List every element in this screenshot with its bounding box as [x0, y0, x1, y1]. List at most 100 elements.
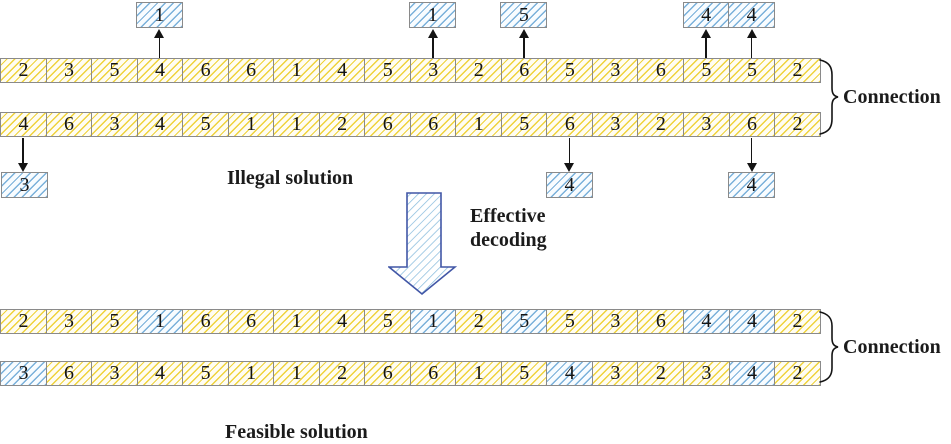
solution-cell-replaced: 3 — [0, 361, 47, 386]
solution-cell: 3 — [591, 112, 639, 137]
connection-label-bottom: Connection — [843, 336, 941, 358]
effective-decoding-line2: decoding — [470, 229, 547, 251]
solution-cell: 3 — [91, 112, 138, 137]
solution-cell: 6 — [728, 112, 776, 137]
solution-cell: 4 — [136, 361, 184, 386]
solution-cell: 2 — [637, 361, 685, 386]
arrow-line — [568, 138, 571, 164]
extracted-gene-box: 4 — [545, 172, 593, 198]
solution-cell-replaced: 4 — [728, 361, 776, 386]
solution-cell: 4 — [318, 309, 366, 334]
solution-cell: 1 — [273, 58, 321, 83]
solution-cell: 1 — [455, 361, 503, 386]
solution-cell: 5 — [91, 58, 138, 83]
solution-cell: 2 — [774, 58, 821, 83]
extracted-gene-box: 1 — [409, 2, 457, 28]
arrow-line — [705, 37, 707, 58]
connector-arrow-up — [701, 29, 712, 58]
solution-cell-replaced: 4 — [682, 309, 730, 334]
feasible-solution-label: Feasible solution — [225, 421, 368, 443]
solution-cell: 3 — [409, 58, 457, 83]
solution-cell: 3 — [591, 361, 639, 386]
solution-cell: 2 — [774, 361, 821, 386]
arrow-head — [746, 29, 757, 38]
arrow-line — [21, 138, 24, 164]
arrow-head — [701, 29, 712, 38]
solution-cell: 3 — [91, 361, 138, 386]
effective-decoding-label: Effective decoding — [470, 204, 547, 252]
solution-cell: 4 — [136, 58, 184, 83]
extracted-gene-box: 4 — [728, 2, 776, 28]
connection-brace-bottom — [819, 311, 839, 383]
arrow-head — [154, 29, 165, 38]
connection-label-top: Connection — [843, 86, 941, 108]
solution-cell: 6 — [45, 361, 93, 386]
solution-cell: 2 — [455, 58, 503, 83]
solution-cell-replaced: 4 — [728, 309, 776, 334]
solution-cell: 4 — [136, 112, 184, 137]
solution-cell: 5 — [91, 309, 138, 334]
solution-cell: 1 — [455, 112, 503, 137]
solution-cell: 1 — [273, 309, 321, 334]
solution-cell: 1 — [227, 361, 275, 386]
solution-cell: 1 — [273, 112, 321, 137]
solution-cell: 5 — [546, 309, 594, 334]
solution-cell: 5 — [364, 309, 412, 334]
solution-cell: 2 — [0, 58, 47, 83]
connector-arrow-up — [746, 29, 757, 58]
solution-cell: 6 — [364, 361, 412, 386]
solution-cell: 1 — [273, 361, 321, 386]
connector-arrow-up — [427, 29, 438, 58]
solution-cell-replaced: 5 — [500, 309, 548, 334]
solution-cell-replaced: 1 — [409, 309, 457, 334]
solution-cell: 6 — [409, 361, 457, 386]
arrow-head — [17, 163, 28, 172]
solution-cell-replaced: 1 — [136, 309, 184, 334]
extracted-gene-box: 5 — [500, 2, 548, 28]
solution-cell: 6 — [637, 58, 685, 83]
solution-cell: 6 — [637, 309, 685, 334]
solution-cell: 2 — [455, 309, 503, 334]
solution-cell: 6 — [409, 112, 457, 137]
effective-decoding-line1: Effective — [470, 205, 546, 227]
connector-arrow-up — [518, 29, 529, 58]
solution-cell: 3 — [45, 58, 93, 83]
solution-cell: 2 — [318, 112, 366, 137]
solution-cell: 6 — [227, 58, 275, 83]
extracted-gene-box: 1 — [135, 2, 183, 28]
arrow-head — [427, 29, 438, 38]
connector-arrow-down — [564, 138, 575, 172]
extracted-gene-box: 4 — [728, 172, 776, 198]
connector-arrow-down — [17, 138, 28, 172]
arrow-line — [750, 37, 753, 58]
solution-cell: 2 — [637, 112, 685, 137]
solution-cell: 6 — [227, 309, 275, 334]
extracted-gene-box: 3 — [1, 172, 48, 198]
solution-cell: 6 — [182, 309, 230, 334]
arrow-head — [518, 29, 529, 38]
solution-cell: 6 — [364, 112, 412, 137]
arrow-head — [564, 163, 575, 172]
solution-cell: 6 — [182, 58, 230, 83]
solution-cell: 5 — [500, 112, 548, 137]
solution-cell: 6 — [45, 112, 93, 137]
solution-cell: 6 — [546, 112, 594, 137]
effective-decoding-arrow-icon — [388, 192, 457, 296]
solution-cell: 2 — [774, 112, 821, 137]
arrow-head — [746, 163, 757, 172]
solution-cell: 5 — [182, 361, 230, 386]
solution-cell: 5 — [500, 361, 548, 386]
solution-cell: 4 — [0, 112, 47, 137]
arrow-line — [523, 37, 525, 58]
arrow-line — [750, 138, 753, 164]
arrow-line — [158, 37, 161, 58]
solution-cell: 2 — [774, 309, 821, 334]
connector-arrow-up — [154, 29, 165, 58]
